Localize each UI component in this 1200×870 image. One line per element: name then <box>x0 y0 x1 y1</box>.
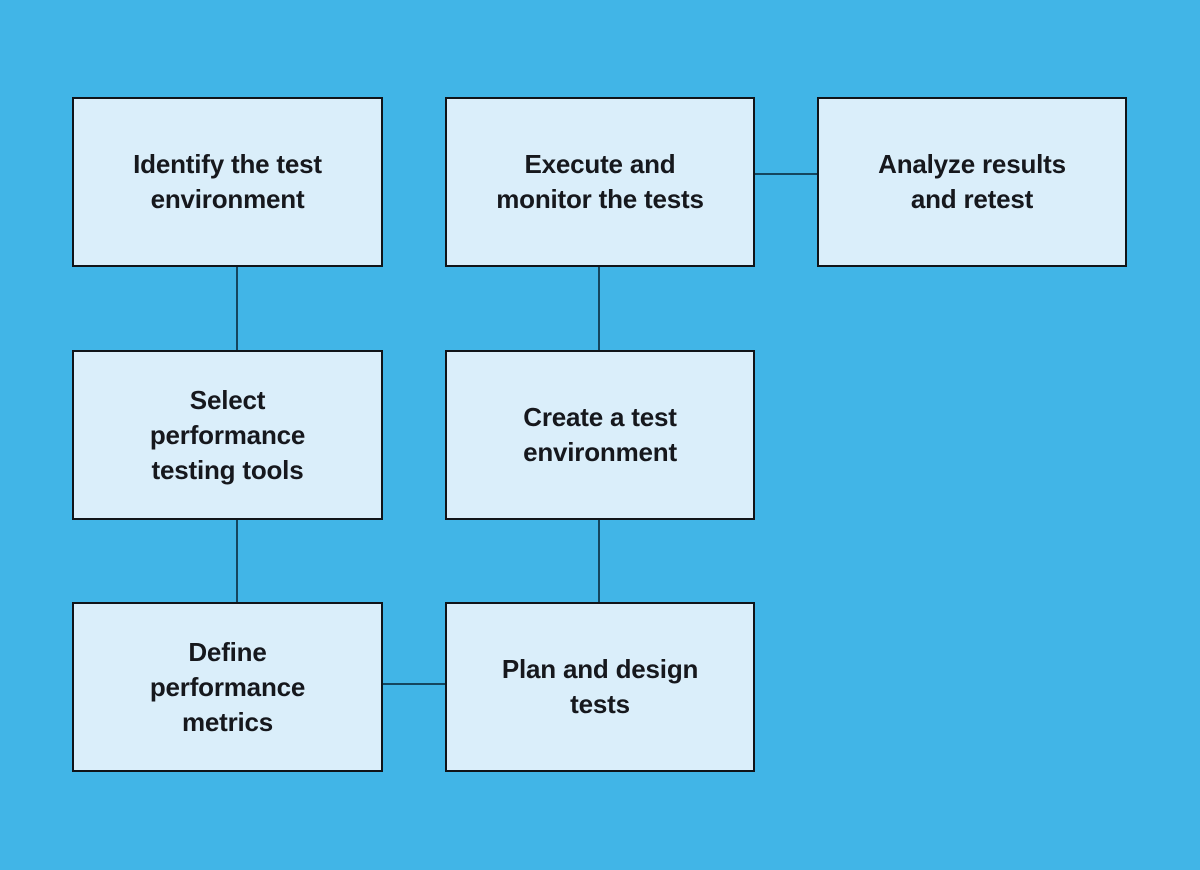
connector-define-to-plan <box>381 683 447 685</box>
node-execute-and-monitor-tests: Execute and monitor the tests <box>445 97 755 267</box>
node-plan-and-design-tests: Plan and design tests <box>445 602 755 772</box>
node-select-performance-testing-tools: Select performance testing tools <box>72 350 383 520</box>
node-analyze-results-and-retest: Analyze results and retest <box>817 97 1127 267</box>
connector-identify-to-select <box>236 265 238 352</box>
connector-plan-to-create <box>598 518 600 604</box>
connector-execute-to-analyze <box>753 173 819 175</box>
node-identify-test-environment: Identify the test environment <box>72 97 383 267</box>
connector-select-to-define <box>236 518 238 604</box>
node-create-test-environment: Create a test environment <box>445 350 755 520</box>
node-define-performance-metrics: Define performance metrics <box>72 602 383 772</box>
connector-create-to-execute <box>598 265 600 352</box>
